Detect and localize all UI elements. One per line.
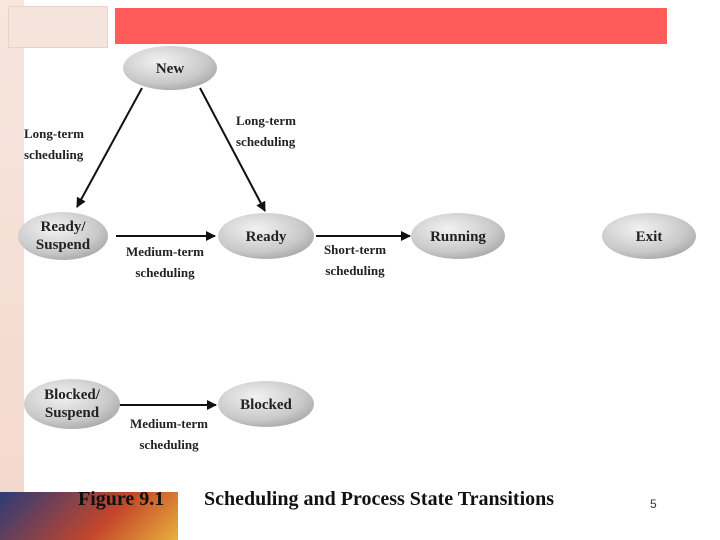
figure-title: Scheduling and Process State Transitions xyxy=(204,488,555,510)
logo-image xyxy=(0,492,178,540)
edge-label-new-ready-suspend-line1: Long-term xyxy=(24,126,84,141)
node-blocked-suspend-label-line1: Blocked/ xyxy=(44,387,101,403)
edge-label-new-ready-line2: scheduling xyxy=(236,134,296,149)
slide-corner-decoration xyxy=(8,6,108,48)
edge-label-blocked-suspend-blocked-line2: scheduling xyxy=(139,437,199,452)
edge-label-new-ready-suspend-line2: scheduling xyxy=(24,147,84,162)
edge-new-to-ready xyxy=(199,87,266,212)
node-ready-suspend-label-line2: Suspend xyxy=(36,237,91,253)
node-ready-label: Ready xyxy=(246,229,287,245)
node-exit-label: Exit xyxy=(636,229,663,245)
edge-label-ready-suspend-ready-line1: Medium-term xyxy=(126,244,204,259)
node-blocked-label: Blocked xyxy=(240,397,292,413)
node-running: Running xyxy=(411,213,505,259)
edge-label-ready-running-line1: Short-term xyxy=(324,242,386,257)
node-exit: Exit xyxy=(602,213,696,259)
figure-number: Figure 9.1 xyxy=(78,488,165,510)
slide-left-decoration xyxy=(0,0,24,540)
node-blocked-suspend-label-line2: Suspend xyxy=(45,405,100,421)
edge-label-ready-suspend-ready-line2: scheduling xyxy=(135,265,195,280)
node-blocked: Blocked xyxy=(218,381,314,427)
edge-new-to-ready-suspend xyxy=(76,87,143,208)
node-ready-suspend-label-line1: Ready/ xyxy=(41,219,87,235)
node-new-label: New xyxy=(156,61,184,77)
node-blocked-suspend: Blocked/ Suspend xyxy=(24,379,120,429)
node-ready: Ready xyxy=(218,213,314,259)
node-ready-suspend: Ready/ Suspend xyxy=(18,212,108,260)
figure-caption: Figure 9.1 Scheduling and Process State T… xyxy=(78,488,638,516)
edge-label-blocked-suspend-blocked-line1: Medium-term xyxy=(130,416,208,431)
edge-label-ready-running-line2: scheduling xyxy=(325,263,385,278)
edge-label-new-ready-line1: Long-term xyxy=(236,113,296,128)
title-banner xyxy=(115,8,667,44)
node-new: New xyxy=(123,46,217,90)
state-transition-diagram: New Ready/ Suspend Ready Running Exit Bl… xyxy=(18,46,696,452)
page-number: 5 xyxy=(650,497,657,511)
node-running-label: Running xyxy=(430,229,486,245)
